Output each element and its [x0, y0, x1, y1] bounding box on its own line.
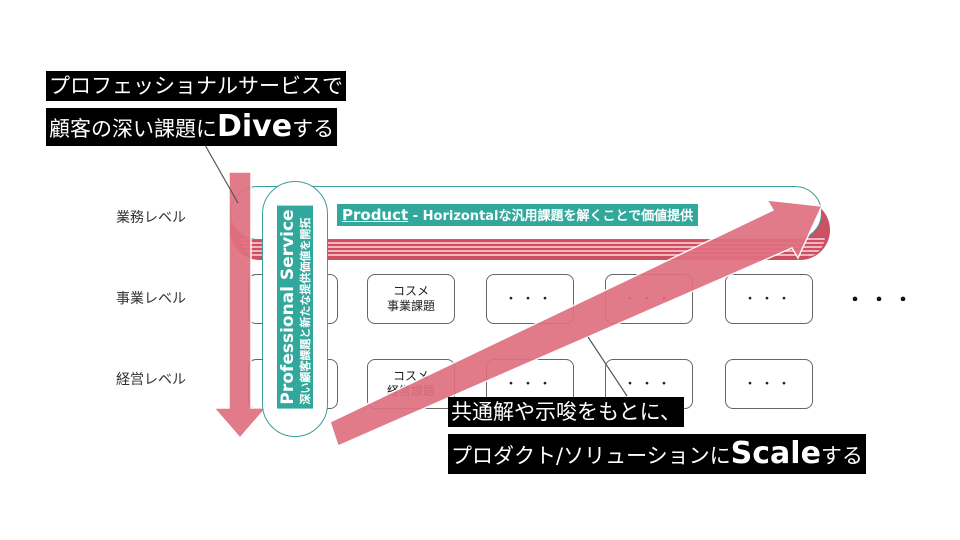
bottom-callout-prefix: プロダクト/ソリューションに [451, 444, 731, 468]
cell-jigyo-cosme: コスメ 事業課題 [367, 274, 455, 324]
row-label-jigyo: 事業レベル [116, 291, 186, 307]
top-callout-prefix: 顧客の深い課題に [49, 117, 217, 141]
top-callout-suffix: する [292, 117, 335, 141]
product-description: - Horizontalな汎用課題を解くことで価値提供 [408, 209, 694, 224]
dive-arrow-shape [212, 171, 268, 440]
more-ellipsis: ・・・ [846, 290, 918, 311]
cell-keiei-dots-3: ・・・ [725, 359, 813, 409]
top-callout-line1: プロフェッショナルサービスで [46, 71, 346, 101]
bottom-callout-suffix: する [820, 444, 863, 468]
bottom-callout-emphasis: Scale [730, 436, 821, 471]
cell-jigyo-dots-3: ・・・ [725, 274, 813, 324]
bottom-callout-line1: 共通解や示唆をもとに、 [448, 397, 684, 427]
bottom-callout-line2: プロダクト/ソリューションにScaleする [448, 434, 866, 474]
scale-arrow-shape [329, 199, 824, 448]
row-label-keiei: 経営レベル [116, 372, 186, 388]
product-label: Product - Horizontalな汎用課題を解くことで価値提供 [337, 204, 699, 226]
top-callout-emphasis: Dive [217, 109, 293, 144]
product-title: Product [342, 206, 409, 224]
product-shadow-stripes [240, 236, 825, 258]
top-callout-line2: 顧客の深い課題にDiveする [46, 108, 338, 146]
cell-jigyo-dots-1: ・・・ [486, 274, 574, 324]
row-label-gyomu: 業務レベル [116, 210, 186, 226]
bottom-callout-leader [587, 336, 628, 397]
top-callout-leader [204, 144, 239, 204]
